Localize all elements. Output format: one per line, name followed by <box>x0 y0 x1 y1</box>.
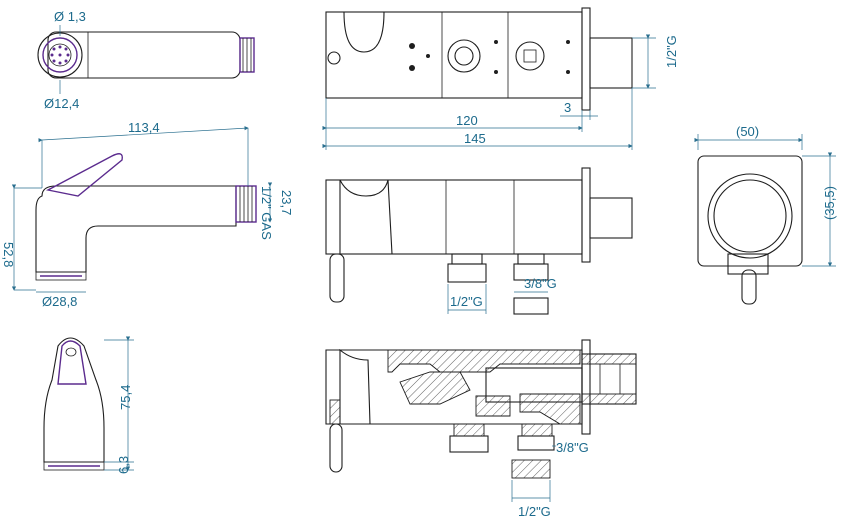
spray-front-base-label: 6,3 <box>116 456 131 474</box>
nozzle-holes <box>50 45 70 65</box>
side-inlet-large-label: 1/2"G <box>450 294 483 309</box>
valve-body-length-label: 120 <box>456 113 478 128</box>
spray-nozzle-end-view: Ø 1,3 Ø12,4 <box>37 9 255 111</box>
rosette-view: (50) (35,5) <box>694 124 837 305</box>
spray-thread-dia-label: 23,7 <box>279 190 294 215</box>
spray-thread-type-label: 1/2" GAS <box>259 186 274 240</box>
nozzle-face-dia-label: Ø12,4 <box>44 96 79 111</box>
section-inlet-small-label: 3/8"G <box>556 440 589 455</box>
valve-total-length-label: 145 <box>464 131 486 146</box>
valve-flange-thickness-label: 3 <box>564 100 571 115</box>
valve-outlet-thread-label: 1/2"G <box>664 35 679 68</box>
spray-height-label: 52,8 <box>1 242 16 267</box>
side-inlet-small-label: 3/8"G <box>524 276 557 291</box>
rosette-height-label: (35,5) <box>822 186 837 220</box>
nozzle-hole-dia-label: Ø 1,3 <box>54 9 86 24</box>
spray-front-height-label: 75,4 <box>118 385 133 410</box>
rosette-width-label: (50) <box>736 124 759 139</box>
spray-base-dia-label: Ø28,8 <box>42 294 77 309</box>
spray-side-view: 113,4 52,8 Ø28,8 23,7 1/2" GAS <box>1 120 294 309</box>
valve-front-view: 1/2"G 120 145 3 <box>322 7 679 150</box>
spray-length-label: 113,4 <box>128 120 160 135</box>
valve-side-view: 1/2"G 3/8"G <box>325 167 633 315</box>
valve-section-view: 3/8"G 1/2"G <box>325 339 637 519</box>
section-inlet-large-label: 1/2"G <box>518 504 551 519</box>
spray-front-view: 75,4 6,3 <box>43 336 134 474</box>
